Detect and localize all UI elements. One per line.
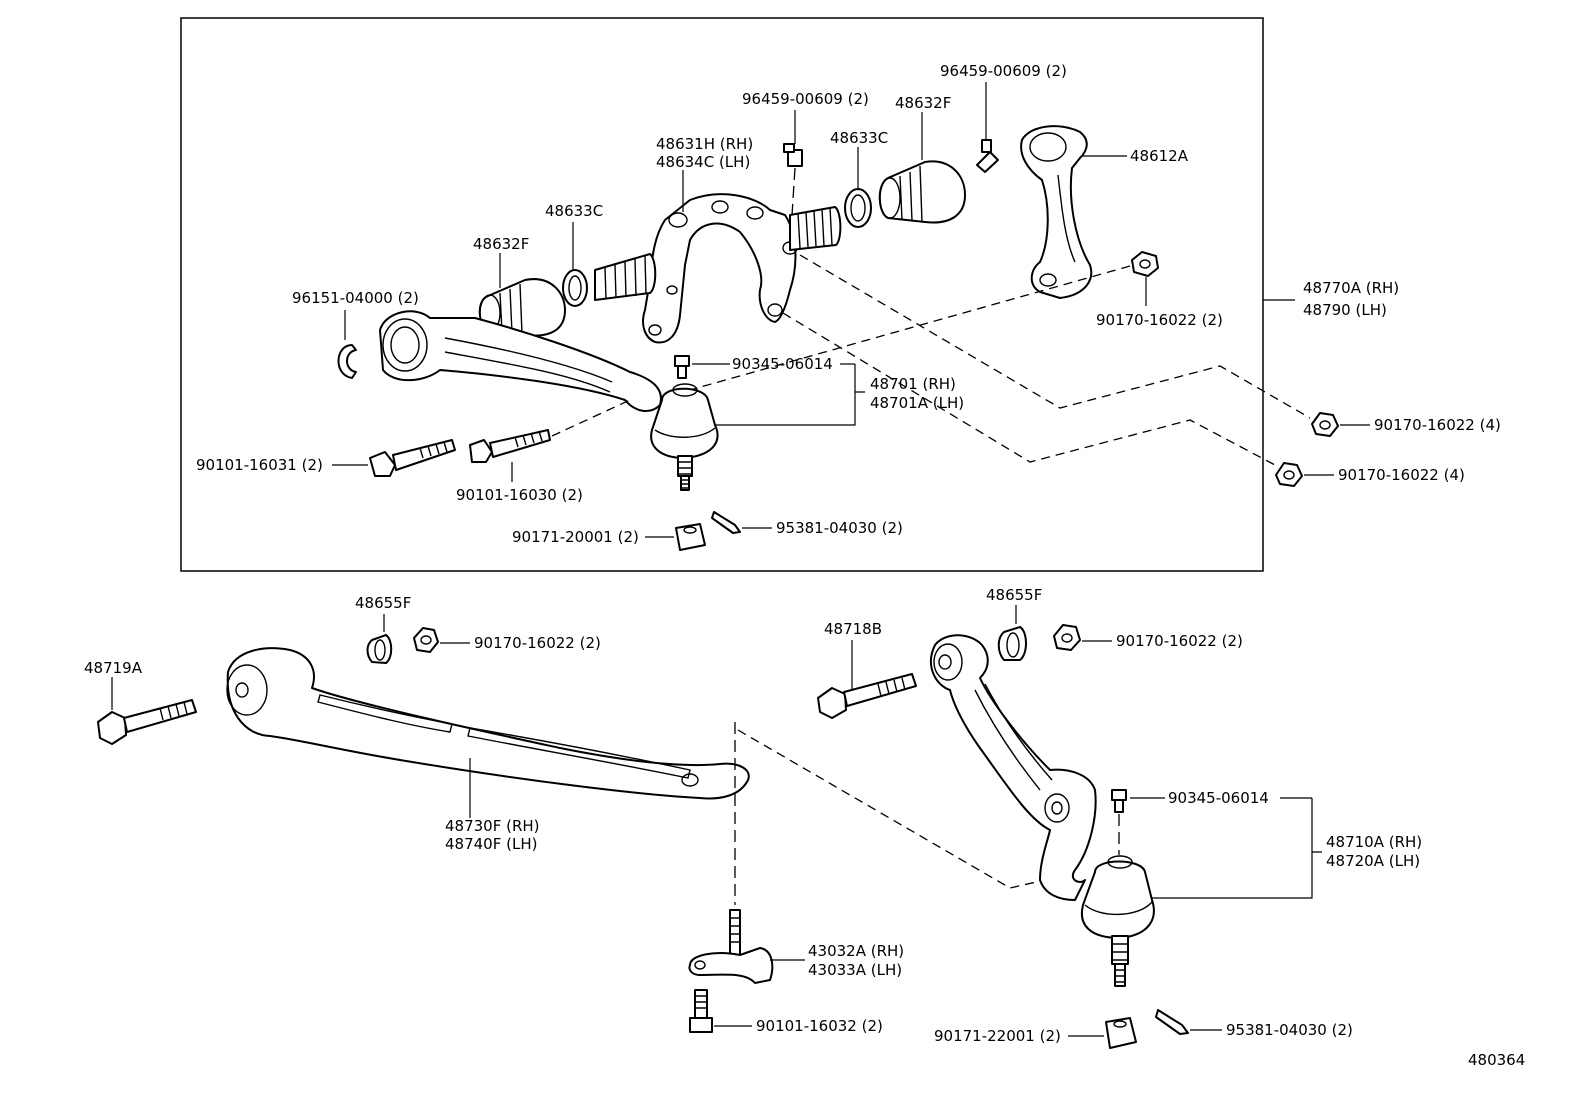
collar-48633c-left [562, 269, 588, 307]
label-96459-center: 96459-00609 (2) [742, 90, 869, 108]
dash-90101-16030 [551, 399, 631, 437]
label-90170-four-a: 90170-16022 (4) [1374, 416, 1501, 434]
label-96459-right: 96459-00609 (2) [940, 62, 1067, 80]
cotter-pin-upper [711, 511, 741, 534]
label-95381-lower: 95381-04030 (2) [1226, 1021, 1353, 1039]
ball-stud-43032a [688, 909, 774, 984]
bolt-48718b [817, 673, 917, 719]
ball-joint-48701 [650, 383, 719, 491]
dash-96459-center [791, 167, 796, 216]
label-43032a: 43032A (RH) [808, 942, 904, 960]
snap-ring-96151 [337, 344, 357, 379]
bolt-90345-upper [674, 355, 690, 379]
threaded-sleeve-right [789, 206, 842, 251]
nut-90170-upper [1131, 251, 1159, 277]
label-95381-upper: 95381-04030 (2) [776, 519, 903, 537]
label-48701: 48701 (RH) [870, 375, 956, 393]
threaded-sleeve-left [594, 253, 657, 301]
nut-90170-lower-right [1053, 624, 1081, 651]
label-48633c-left: 48633C [545, 202, 603, 220]
label-90170-lower-left: 90170-16022 (2) [474, 634, 601, 652]
label-48631h: 48631H (RH) [656, 135, 753, 153]
label-90170-four-b: 90170-16022 (4) [1338, 466, 1465, 484]
nut-90170-four-a [1311, 412, 1339, 437]
nut-90170-lower-left [413, 627, 439, 653]
label-48634c: 48634C (LH) [656, 153, 750, 171]
ball-joint-48710a [1080, 855, 1155, 987]
diagram-id: 480364 [1468, 1051, 1525, 1069]
dash-align-upper-b [799, 254, 1311, 419]
label-90101-16031: 90101-16031 (2) [196, 456, 323, 474]
label-48710a: 48710A (RH) [1326, 833, 1422, 851]
label-96151: 96151-04000 (2) [292, 289, 419, 307]
label-48701a: 48701A (LH) [870, 394, 964, 412]
lower-arm-48710a [930, 634, 1097, 901]
label-90345-upper: 90345-06014 [732, 355, 833, 373]
cotter-pin-lower [1155, 1009, 1189, 1035]
label-48655f-left: 48655F [355, 594, 411, 612]
grease-fitting-right [976, 139, 999, 173]
label-48633c-right: 48633C [830, 129, 888, 147]
upper-assembly-frame [180, 17, 1264, 572]
label-48632f-right: 48632F [895, 94, 951, 112]
dash-diagonal-lower [737, 729, 1046, 889]
label-90171-22001: 90171-22001 (2) [934, 1027, 1061, 1045]
collar-48633c-right [844, 188, 872, 228]
bolt-90101-16031 [369, 439, 456, 477]
label-90170-upper: 90170-16022 (2) [1096, 311, 1223, 329]
label-90345-lower: 90345-06014 [1168, 789, 1269, 807]
nut-90170-four-b [1275, 462, 1303, 487]
collar-48655f-right [997, 626, 1027, 661]
bolt-90101-16030 [469, 429, 551, 463]
label-48612a: 48612A [1130, 147, 1189, 165]
label-48632f-left: 48632F [473, 235, 529, 253]
label-48655f-right: 48655F [986, 586, 1042, 604]
castle-nut-90171-20001 [675, 523, 706, 551]
label-48718b: 48718B [824, 620, 882, 638]
castle-nut-90171-22001 [1105, 1017, 1137, 1049]
upper-arm-48612a [1020, 125, 1093, 299]
label-48720a: 48720A (LH) [1326, 852, 1420, 870]
collar-48655f-left [366, 634, 393, 664]
bracket-48631h [642, 193, 798, 344]
leader-48701 [716, 364, 865, 426]
bolt-90345-lower [1111, 789, 1127, 813]
boot-48632f-right [878, 160, 966, 224]
boot-48632f-left [478, 278, 566, 337]
label-90170-lower-right: 90170-16022 (2) [1116, 632, 1243, 650]
dash-align-upper-a [689, 265, 1131, 391]
leader-48710a [1152, 798, 1322, 899]
label-90171-20001: 90171-20001 (2) [512, 528, 639, 546]
dash-align-upper-c [782, 312, 1276, 466]
label-48740f: 48740F (LH) [445, 835, 537, 853]
label-48719a: 48719A [84, 659, 143, 677]
label-90101-16032: 90101-16032 (2) [756, 1017, 883, 1035]
assembly-label-rh: 48770A (RH) [1303, 279, 1399, 297]
assembly-label-lh: 48790 (LH) [1303, 301, 1387, 319]
lower-arm-48730f [226, 647, 750, 800]
bolt-90101-16032 [689, 989, 713, 1033]
bolt-48719a [97, 699, 197, 745]
grease-fitting-center [783, 143, 803, 167]
label-43033a: 43033A (LH) [808, 961, 902, 979]
label-90101-16030: 90101-16030 (2) [456, 486, 583, 504]
label-48730f: 48730F (RH) [445, 817, 540, 835]
